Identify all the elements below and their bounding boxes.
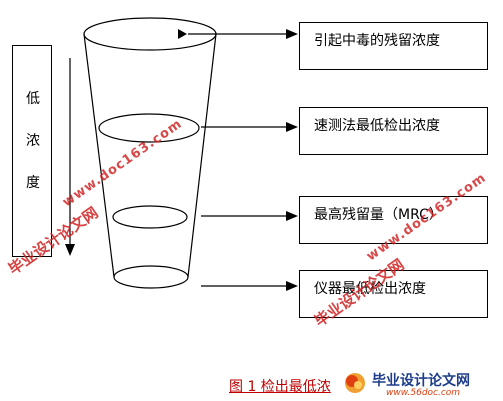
- box-rapid-test-limit: 速测法最低检出浓度: [299, 107, 488, 155]
- box-mrc: 最高残留量（MRC）: [299, 196, 488, 244]
- rim-marker-icon: [178, 29, 187, 39]
- label-char-degree: 度: [26, 175, 40, 191]
- connector-arrow-3: [201, 211, 298, 221]
- label-char-concentration: 浓: [26, 133, 40, 149]
- level-ellipse-3: [112, 205, 188, 229]
- figure-caption: 图 1 检出最低浓: [229, 379, 331, 395]
- label-char-low: 低: [26, 91, 40, 107]
- box-mrc-text: 最高残留量（MRC）: [314, 207, 443, 223]
- logo-emblem-icon: [345, 373, 365, 393]
- level-ellipse-bottom: [113, 265, 189, 289]
- connector-arrow-2: [201, 122, 298, 132]
- logo-url: www.56doc.com: [386, 388, 461, 398]
- box-rapid-test-limit-text: 速测法最低检出浓度: [314, 118, 440, 134]
- site-logo: 毕业设计论文网 www.56doc.com: [340, 368, 500, 398]
- logo-title: 毕业设计论文网: [372, 373, 470, 389]
- connector-arrow-1: [188, 29, 298, 39]
- connector-arrow-4: [201, 281, 298, 291]
- box-instrument-limit-text: 仪器最低检出浓度: [314, 281, 426, 297]
- box-instrument-limit: 仪器最低检出浓度: [299, 270, 488, 318]
- concentration-label-box: 低 浓 度: [12, 45, 52, 257]
- box-poisoning-residue-text: 引起中毒的残留浓度: [314, 33, 440, 49]
- down-arrow: [65, 58, 75, 256]
- box-poisoning-residue: 引起中毒的残留浓度: [299, 22, 488, 70]
- level-ellipse-2: [98, 113, 200, 143]
